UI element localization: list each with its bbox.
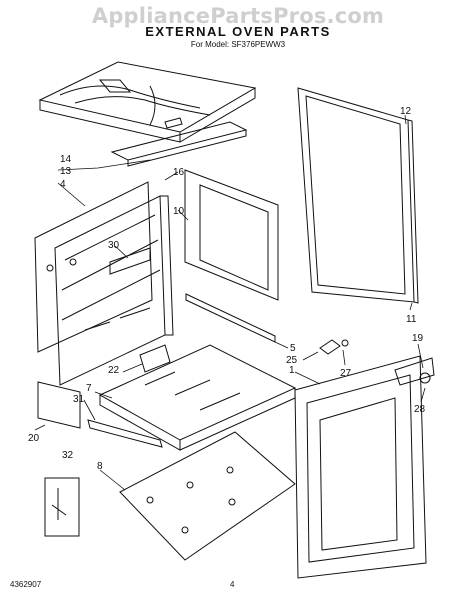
door-outer-panel bbox=[297, 87, 419, 304]
callout-labels: 14 13 4 16 10 30 12 11 5 25 27 1 19 28 2… bbox=[28, 106, 426, 472]
callout-16: 16 bbox=[173, 167, 185, 178]
document-number: 4362907 bbox=[10, 580, 42, 589]
callout-7: 7 bbox=[86, 383, 92, 394]
door-frame bbox=[294, 355, 435, 579]
callout-13: 13 bbox=[60, 166, 72, 177]
callout-32: 32 bbox=[62, 450, 74, 461]
vent-trim bbox=[110, 121, 248, 167]
callout-22: 22 bbox=[108, 365, 120, 376]
model-subtitle: For Model: SF376PEWW3 bbox=[190, 40, 286, 49]
callout-31: 31 bbox=[73, 394, 85, 405]
callout-27: 27 bbox=[340, 368, 352, 379]
callout-25: 25 bbox=[286, 355, 298, 366]
left-trim bbox=[37, 381, 163, 448]
callout-4: 4 bbox=[60, 179, 66, 190]
callout-10: 10 bbox=[173, 206, 185, 217]
page-title: EXTERNAL OVEN PARTS bbox=[145, 24, 331, 39]
oven-bottom-tray bbox=[98, 344, 297, 451]
side-frame bbox=[184, 169, 279, 301]
callout-20: 20 bbox=[28, 433, 40, 444]
bottom-panel bbox=[119, 431, 296, 561]
hardware-parts bbox=[44, 339, 431, 537]
rear-panel bbox=[34, 181, 174, 386]
page-number: 4 bbox=[230, 580, 235, 589]
callout-19: 19 bbox=[412, 333, 424, 344]
support-rail bbox=[185, 293, 276, 343]
leader-lines bbox=[34, 114, 426, 491]
watermark: AppliancePartsPros.com bbox=[91, 4, 385, 28]
top-panel bbox=[38, 61, 257, 143]
callout-5: 5 bbox=[290, 343, 296, 354]
callout-8: 8 bbox=[97, 461, 103, 472]
callout-14: 14 bbox=[60, 154, 72, 165]
callout-12: 12 bbox=[400, 106, 412, 117]
callout-1: 1 bbox=[289, 365, 295, 376]
callout-28: 28 bbox=[414, 404, 426, 415]
callout-11: 11 bbox=[406, 314, 417, 325]
callout-30: 30 bbox=[108, 240, 120, 251]
